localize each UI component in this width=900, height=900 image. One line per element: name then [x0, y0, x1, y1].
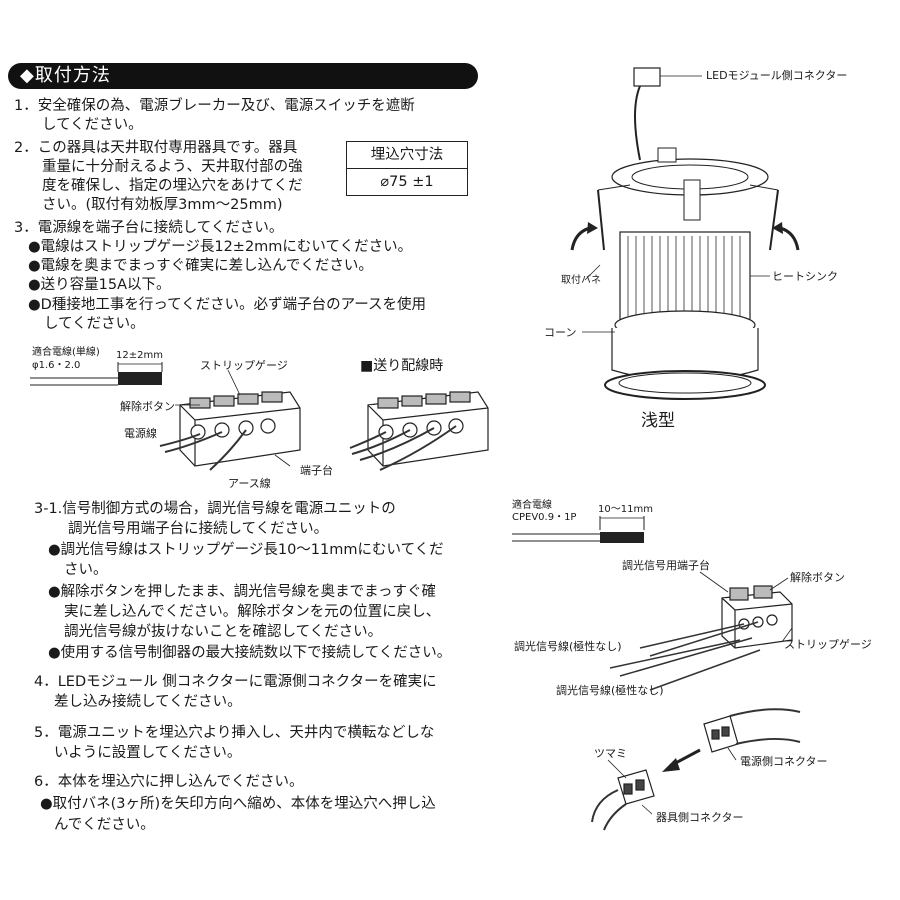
hole-size-table: 埋込穴寸法 ⌀75 ±1 — [346, 141, 468, 196]
section-heading-bar — [8, 63, 478, 89]
signal-wires — [609, 621, 761, 691]
fixture-connector-label: 器具側コネクター — [656, 811, 744, 824]
signal-wire-spec-line-2: CPEV0.9・1P — [512, 512, 577, 523]
step-6-line-3: んでください。 — [54, 817, 155, 833]
feed-wiring-label: ■送り配線時 — [360, 358, 444, 374]
insert-arrow-icon — [662, 758, 680, 772]
signal-terminal-label: 調光信号用端子台 — [622, 559, 710, 572]
strip-gauge-label: ストリップゲージ — [200, 359, 288, 372]
power-wire-label: 電源線 — [124, 427, 157, 440]
wire-spec-line-2: φ1.6・2.0 — [32, 360, 81, 371]
fixture-type-label: 浅型 — [641, 411, 675, 431]
signal-wire-label-2: 調光信号線(極性なし) — [556, 684, 664, 697]
strip-length-dim: 12±2mm — [116, 350, 163, 361]
step-6-line-2: ●取付バネ(3ヶ所)を矢印方向へ縮め、本体を埋込穴へ押し込 — [40, 796, 436, 812]
signal-strip-dim: 10〜11mm — [598, 504, 653, 515]
power-connector-label: 電源側コネクター — [740, 755, 828, 768]
step-3-1-line-1: 3-1.信号制御方式の場合，調光信号線を電源ユニットの — [34, 501, 396, 517]
spring-right — [769, 189, 779, 251]
signal-strip-gauge-label: ストリップゲージ — [784, 638, 872, 651]
ground-wire-label: アース線 — [228, 477, 271, 490]
signal-release-button-label: 解除ボタン — [790, 571, 845, 584]
led-connector-icon — [633, 67, 661, 87]
terminal-block-left — [179, 391, 301, 467]
step-3-1-line-3: ●調光信号線はストリップゲージ長10〜11mmにむいてくだ — [48, 542, 444, 558]
signal-wire-spec-line-1: 適合電線 — [512, 500, 552, 511]
step-1-line-1: 1．安全確保の為、電源ブレーカー及び、電源スイッチを遮断 — [14, 98, 415, 114]
step-3-line-1: 3．電源線を端子台に接続してください。 — [14, 220, 284, 236]
step-4-line-1: 4．LEDモジュール 側コネクターに電源側コネクターを確実に — [34, 674, 437, 690]
step-3-1-line-4: さい。 — [64, 562, 108, 578]
hole-size-header: 埋込穴寸法 — [347, 142, 467, 169]
stripped-wire-conductor — [118, 372, 162, 385]
step-4-line-2: 差し込み接続してください。 — [54, 694, 242, 710]
step-3-line-4: ●送り容量15A以下。 — [28, 277, 171, 293]
step-3-1-line-2: 調光信号用端子台に接続してください。 — [68, 521, 329, 537]
spring-left — [597, 189, 605, 251]
power-connector-icon — [703, 715, 739, 753]
signal-wire-label-1: 調光信号線(極性なし) — [514, 640, 622, 653]
terminal-wires-right — [349, 425, 457, 471]
cone-label: コーン — [544, 326, 577, 339]
release-button-label: 解除ボタン — [120, 400, 175, 413]
knob-label: ツマミ — [594, 747, 627, 760]
section-heading: ◆取付方法 — [20, 65, 111, 86]
step-2-line-3: 度を確保し、指定の埋込穴をあけてくだ — [42, 178, 303, 194]
heatsink-body — [619, 231, 751, 321]
hole-size-value: ⌀75 ±1 — [380, 174, 434, 190]
terminal-wires-left — [159, 429, 247, 471]
step-2-line-4: さい。(取付有効板厚3mm〜25mm) — [42, 197, 283, 213]
fixture-connector-icon — [617, 769, 655, 805]
step-1-line-2: してください。 — [42, 117, 143, 133]
step-6-line-1: 6．本体を埋込穴に押し込んでください。 — [34, 774, 304, 790]
terminal-block-label: 端子台 — [300, 464, 333, 477]
step-5-line-2: いように設置してください。 — [54, 745, 242, 761]
led-connector-label: LEDモジュール側コネクター — [706, 69, 848, 82]
step-5-line-1: 5．電源ユニットを埋込穴より挿入し、天井内で横転などしな — [34, 725, 435, 741]
step-3-1-line-7: 調光信号線が抜けないことを確認してください。 — [64, 624, 383, 640]
step-3-1-line-6: 実に差し込んでください。解除ボタンを元の位置に戻し、 — [64, 604, 441, 620]
step-2-line-2: 重量に十分耐えるよう、天井取付部の強 — [42, 159, 303, 175]
spring-label: 取付バネ — [561, 275, 601, 286]
signal-terminal-block — [721, 585, 793, 649]
step-2-line-1: 2．この器具は天井取付専用器具です。器具 — [14, 140, 298, 156]
step-3-line-2: ●電線はストリップゲージ長12±2mmにむいてください。 — [28, 239, 413, 255]
step-3-1-line-8: ●使用する信号制御器の最大接続数以下で接続してください。 — [48, 645, 452, 661]
step-3-1-line-5: ●解除ボタンを押したまま、調光信号線を奥までまっすぐ確 — [48, 584, 437, 600]
step-3-line-3: ●電線を奥までまっすぐ確実に差し込んでください。 — [28, 258, 373, 274]
heatsink-label: ヒートシンク — [772, 270, 838, 283]
step-3-line-6: してください。 — [44, 316, 145, 332]
wire-spec-line-1: 適合電線(単線) — [32, 347, 100, 358]
step-3-line-5: ●D種接地工事を行ってください。必ず端子台のアースを使用 — [28, 297, 427, 313]
